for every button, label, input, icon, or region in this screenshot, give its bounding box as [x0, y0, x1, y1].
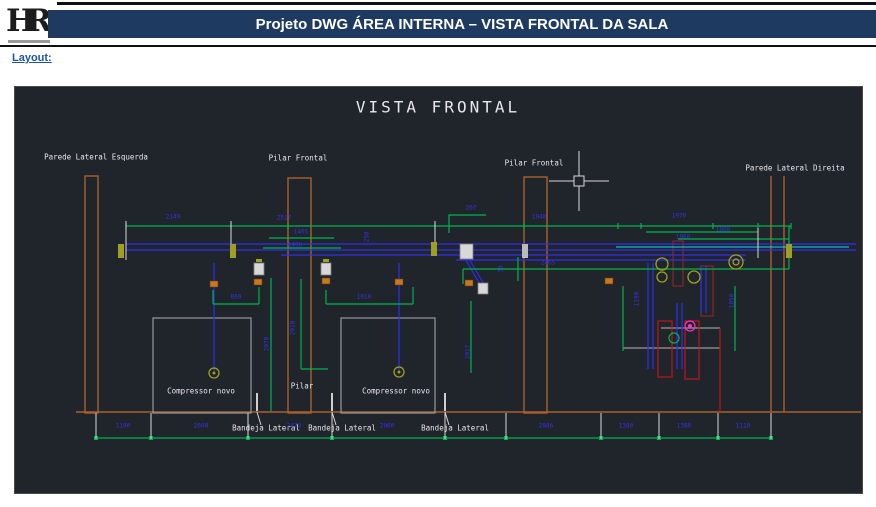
- label-compressor-novo-1: Compressor novo: [167, 386, 235, 396]
- dim-text: 1380: [618, 422, 634, 430]
- dim-text: 1190: [115, 422, 131, 430]
- dim-text: 1406: [287, 241, 303, 249]
- dim-text: 1405: [293, 228, 309, 236]
- dim-text: 1050: [728, 293, 736, 309]
- dim-text: 250: [363, 231, 371, 243]
- label-parede-lateral-direita: Parede Lateral Direita: [745, 163, 845, 173]
- dim-text: 2465: [540, 259, 556, 267]
- dim-text: 2470: [286, 422, 302, 430]
- pipes-blue: [126, 243, 856, 371]
- dim-text: 1060: [675, 233, 691, 241]
- dim-text: 267: [465, 204, 477, 212]
- walls-and-pillars: [76, 175, 861, 414]
- logo-letter-r: R: [26, 3, 53, 39]
- dim-text: 2886: [538, 422, 554, 430]
- dim-text: 1010: [356, 293, 372, 301]
- dim-text: 1940: [531, 213, 547, 221]
- header-divider-line: [0, 45, 876, 47]
- dim-text: 2017: [464, 344, 472, 360]
- dim-text: 2149: [165, 213, 181, 221]
- label-bandeja-lateral-2: Bandeja Lateral: [308, 423, 376, 433]
- label-bandeja-lateral-1: Bandeja Lateral: [232, 423, 300, 433]
- label-compressor-novo-2: Compressor novo: [362, 386, 430, 396]
- logo-tagline: [8, 40, 50, 43]
- dim-text: 2070: [263, 336, 271, 352]
- top-border-line: [57, 2, 876, 5]
- dim-text: 2517: [276, 214, 292, 222]
- crosshair-cursor: [549, 151, 609, 211]
- dim-text: 2010: [289, 320, 297, 336]
- dim-text: 2000: [379, 422, 395, 430]
- dim-text: 1000: [715, 226, 731, 234]
- dim-text: 2600: [193, 422, 209, 430]
- label-pilar-frontal-2: Pilar Frontal: [504, 158, 564, 168]
- label-bandeja-lateral-3: Bandeja Lateral: [421, 423, 489, 433]
- layout-link[interactable]: Layout:: [12, 52, 52, 64]
- dim-text: 860: [230, 293, 242, 301]
- header-bar: Projeto DWG ÁREA INTERNA – VISTA FRONTAL…: [48, 10, 876, 38]
- drawing-title: VISTA FRONTAL: [355, 97, 521, 117]
- dim-text: 1380: [676, 422, 692, 430]
- dim-text: 1970: [671, 212, 687, 220]
- label-pilar-frontal-1: Pilar Frontal: [268, 153, 328, 163]
- dim-text: 1110: [735, 422, 751, 430]
- label-parede-lateral-esquerda: Parede Lateral Esquerda: [44, 152, 148, 162]
- valves-and-fittings: [118, 242, 792, 379]
- dim-text: 30: [497, 265, 505, 273]
- label-pilar: Pilar: [290, 381, 314, 391]
- hr-logo: HR: [6, 6, 54, 46]
- page-title: Projeto DWG ÁREA INTERNA – VISTA FRONTAL…: [255, 15, 669, 33]
- logo-letter-h: H: [6, 3, 35, 39]
- cad-drawing: [76, 151, 861, 440]
- dim-text: 1190: [633, 291, 641, 307]
